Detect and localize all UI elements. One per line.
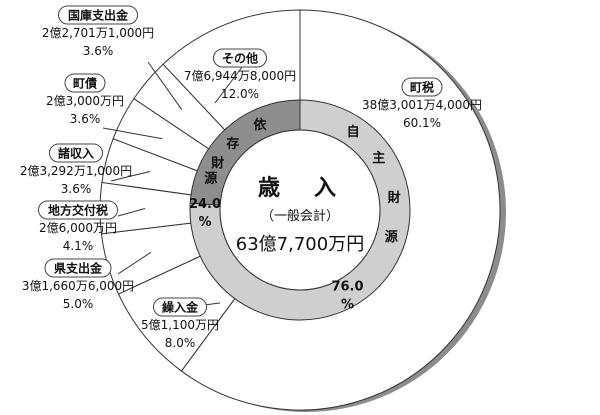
slice-name-pill [213, 48, 267, 68]
slice-label: 地方交付税 2億6,000万円 4.1% [38, 200, 118, 253]
slice-percent: 5.0% [63, 297, 94, 311]
slice-amount: 2億3,292万1,000円 [20, 164, 132, 178]
slice-name-pill [44, 258, 112, 278]
slice-label: 諸収入 2億3,292万1,000円 3.6% [20, 143, 132, 196]
slice-name: 国庫支出金 [68, 8, 129, 23]
slice-name-pill [64, 73, 106, 93]
slice-name: 県支出金 [54, 261, 103, 276]
slice-label: その他 7億6,944万8,000円 12.0% [184, 48, 296, 101]
leader-line [102, 127, 163, 140]
slice-label: 国庫支出金 2億2,701万1,000円 3.6% [42, 5, 154, 58]
ring-label-char: 源 [385, 229, 398, 245]
ring-percent-unit: % [198, 215, 211, 230]
leader-line [110, 170, 150, 182]
slice-percent: 3.6% [83, 44, 114, 58]
slice-amount: 2億3,000万円 [46, 94, 124, 108]
leader-line [117, 251, 152, 275]
slice-name-pill [58, 5, 138, 25]
slice-amount: 2億6,000万円 [39, 221, 117, 235]
slice-name: 諸収入 [58, 146, 94, 161]
ring-label-char: 存 [226, 136, 239, 152]
slice-label: 町税 38億3,001万4,000円 60.1% [362, 77, 482, 130]
slice-label: 繰入金 5億1,100万円 8.0% [141, 297, 219, 350]
slice-name-pill [38, 200, 118, 220]
slice-name: 町債 [73, 76, 97, 91]
slice-label: 町債 2億3,000万円 3.6% [46, 73, 124, 126]
chart-title: 歳 入 [258, 176, 342, 201]
slice-name: 繰入金 [162, 300, 199, 315]
ring-percent: 76.0 [331, 279, 363, 294]
leader-line [214, 65, 244, 104]
ring-hole [219, 129, 381, 291]
slice-name-pill [401, 77, 443, 97]
slice-amount: 38億3,001万4,000円 [362, 98, 482, 112]
slice-percent: 3.6% [61, 182, 92, 196]
leader-line [117, 208, 146, 217]
ring-label-char: 主 [372, 150, 385, 166]
slice-percent: 8.0% [165, 336, 196, 350]
ring-label-char: 依 [253, 117, 267, 133]
slice-percent: 3.6% [70, 112, 101, 126]
slice-percent: 12.0% [221, 87, 259, 101]
chart-total: 63億7,700万円 [236, 234, 364, 255]
chart-subtitle: （一般会計） [261, 208, 339, 224]
ring-percent: 24.0 [189, 197, 221, 212]
slice-amount: 5億1,100万円 [141, 318, 219, 332]
ring-label-char: 源 [204, 171, 217, 187]
slice-amount: 2億2,701万1,000円 [42, 26, 154, 40]
slice-name-pill [153, 297, 207, 317]
ring-label-char: 財 [387, 190, 401, 206]
slice-percent: 4.1% [63, 239, 94, 253]
slice-name: 町税 [410, 80, 434, 95]
slice-amount: 3億1,660万6,000円 [22, 279, 134, 293]
slice-name-pill [49, 143, 103, 163]
slice-name: その他 [222, 51, 258, 66]
ring-label-char: 自 [347, 124, 360, 140]
ring-percent-unit: % [341, 297, 354, 312]
slice-amount: 7億6,944万8,000円 [184, 69, 296, 83]
leader-line [147, 61, 183, 110]
slice-name: 地方交付税 [48, 203, 108, 218]
slice-percent: 60.1% [403, 116, 441, 130]
slice-label: 県支出金 3億1,660万6,000円 5.0% [22, 258, 134, 311]
ring-label-char: 財 [210, 156, 224, 172]
